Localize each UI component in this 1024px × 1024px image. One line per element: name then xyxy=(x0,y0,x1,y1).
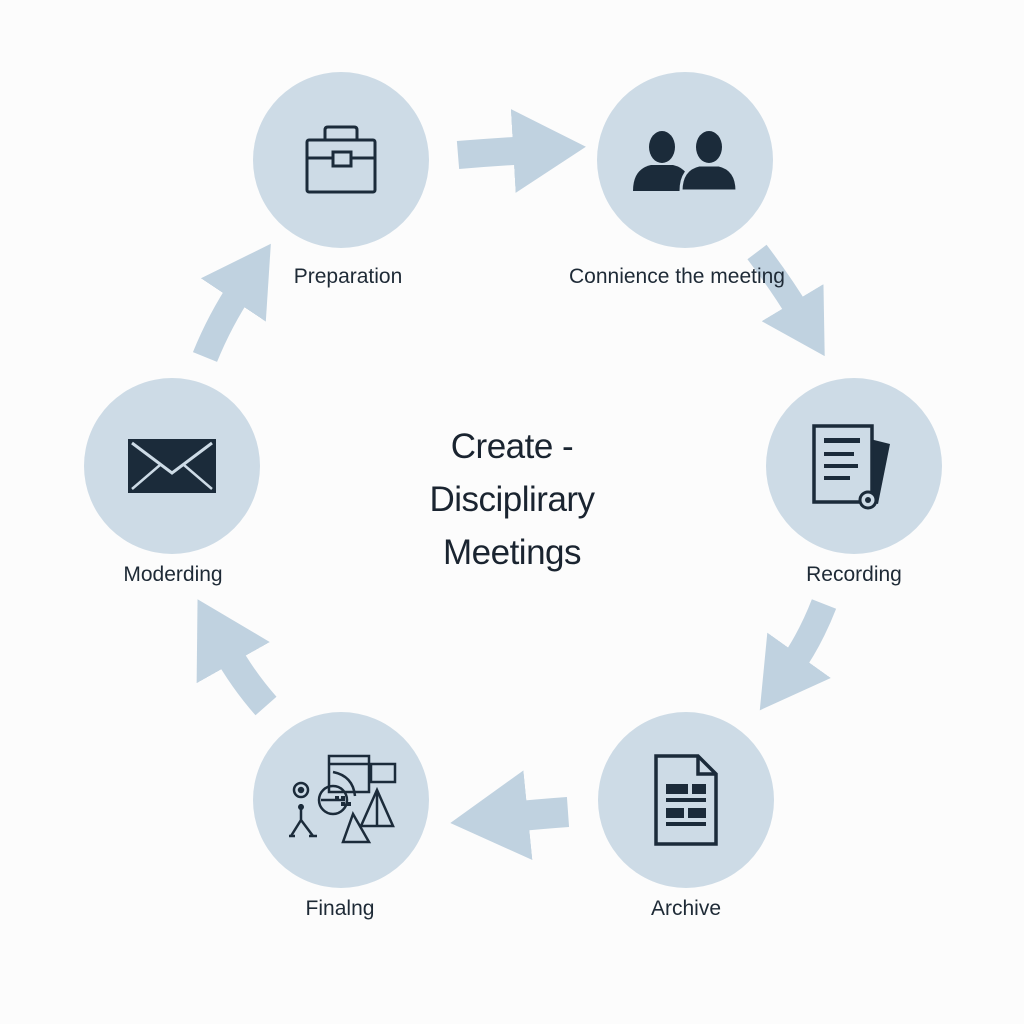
step-label-meeting: Connience the meeting xyxy=(569,265,785,288)
file-icon xyxy=(654,754,718,846)
step-label-preparation: Preparation xyxy=(293,265,403,288)
step-node-archive xyxy=(598,712,774,888)
step-node-preparation xyxy=(253,72,429,248)
arrow-recording-to-archive xyxy=(759,599,837,711)
step-label-recording: Recording xyxy=(806,563,902,586)
diagram-title: Create - Disciplirary Meetings xyxy=(332,420,692,579)
title-line-1: Create - xyxy=(450,427,574,466)
step-node-recording xyxy=(766,378,942,554)
arrow-meeting-to-recording xyxy=(747,244,825,357)
briefcase-icon xyxy=(305,125,377,194)
people-icon xyxy=(633,131,739,193)
document-icon xyxy=(812,424,890,510)
arrow-archive-to-finalng xyxy=(450,770,570,860)
arrow-moderding-to-preparation xyxy=(192,243,271,362)
envelope-icon xyxy=(128,439,216,493)
title-line-3: Meetings xyxy=(442,533,582,572)
step-label-finalng: Finalng xyxy=(305,897,375,920)
step-node-finalng xyxy=(253,712,429,888)
title-line-2: Disciplirary xyxy=(429,480,595,519)
step-label-moderding: Moderding xyxy=(123,563,223,586)
step-label-archive: Archive xyxy=(650,897,722,920)
arrow-preparation-to-meeting xyxy=(456,109,586,193)
tools-icon xyxy=(289,754,397,844)
arrow-finalng-to-moderding xyxy=(196,599,277,716)
step-node-moderding xyxy=(84,378,260,554)
step-node-meeting xyxy=(597,72,773,248)
